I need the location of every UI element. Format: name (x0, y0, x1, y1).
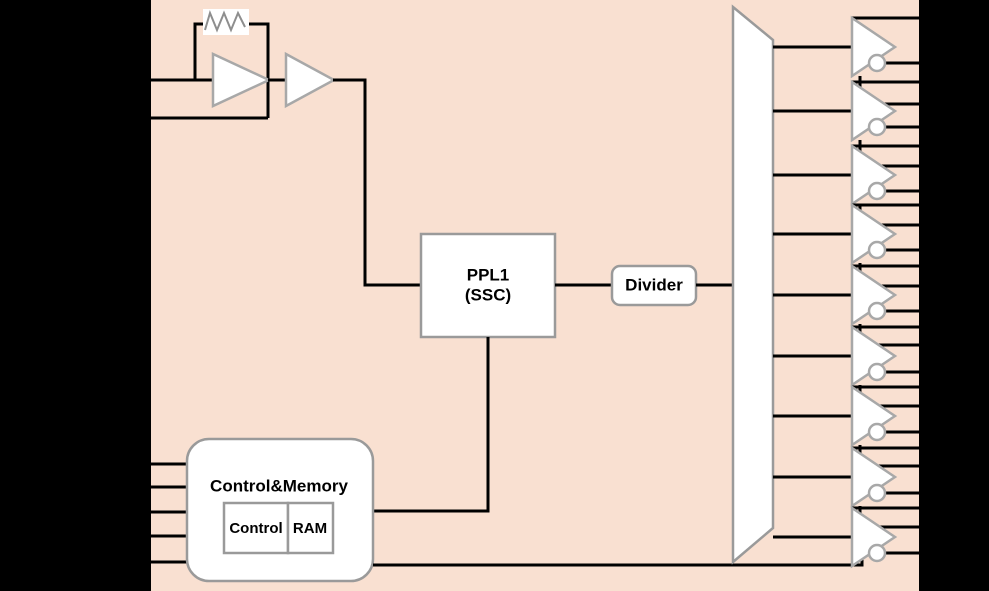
control-input-lines (151, 462, 191, 564)
pll-block[interactable]: PPL1 (SSC) (419, 232, 557, 339)
buffer-3-inversion-bubble-icon (867, 181, 887, 201)
resistor-zigzag-icon (204, 9, 246, 33)
buffer-4-inversion-bubble-icon (867, 240, 887, 260)
pll-block-body (419, 232, 557, 339)
buffer-1-inversion-bubble-icon (867, 53, 887, 73)
output-mux-body (731, 4, 775, 565)
buffer-5-inversion-bubble-icon (867, 301, 887, 321)
control-memory-block[interactable]: Control&Memory Control RAM (185, 437, 375, 583)
ram-sub-block[interactable] (286, 501, 335, 555)
pll-control-wire (372, 337, 490, 513)
output-buffer-8[interactable] (850, 445, 919, 529)
divider-label: Divider (625, 275, 683, 294)
buffer-6-inversion-bubble-icon (867, 362, 887, 382)
output-mux-block[interactable] (731, 4, 775, 565)
divider-block[interactable]: Divider (610, 264, 698, 307)
output-buffer-9[interactable] (850, 505, 919, 569)
oscillator-amplifiers (211, 51, 337, 109)
buffer-9-inversion-bubble-icon (867, 543, 887, 563)
control-sub-label: Control (229, 520, 282, 537)
feedback-right-leg (247, 22, 270, 118)
output-buffer-6[interactable] (850, 324, 919, 408)
buffer-8-inversion-bubble-icon (867, 483, 887, 503)
mux-output-feed-lines (773, 45, 852, 539)
feedback-network (193, 9, 270, 118)
buffer-7-inversion-bubble-icon (867, 422, 887, 442)
oscillator-input-lines (151, 78, 268, 120)
control-memory-label: Control&Memory (210, 476, 348, 495)
feedback-left-leg (193, 22, 204, 80)
pll-label-line1: PPL1 (467, 265, 510, 284)
oscillator-inverter-1 (211, 52, 272, 108)
osc-to-pll-wire (333, 78, 421, 287)
control-sub-block[interactable] (222, 501, 290, 555)
oscillator-inverter-2 (284, 51, 337, 109)
control-enable-wire (373, 537, 864, 567)
osc-output-route (333, 78, 421, 287)
ram-sub-label: RAM (293, 520, 327, 537)
buffer-2-inversion-bubble-icon (867, 117, 887, 137)
pll-label-line2: (SSC) (465, 285, 511, 304)
output-buffer-5[interactable] (850, 263, 919, 347)
